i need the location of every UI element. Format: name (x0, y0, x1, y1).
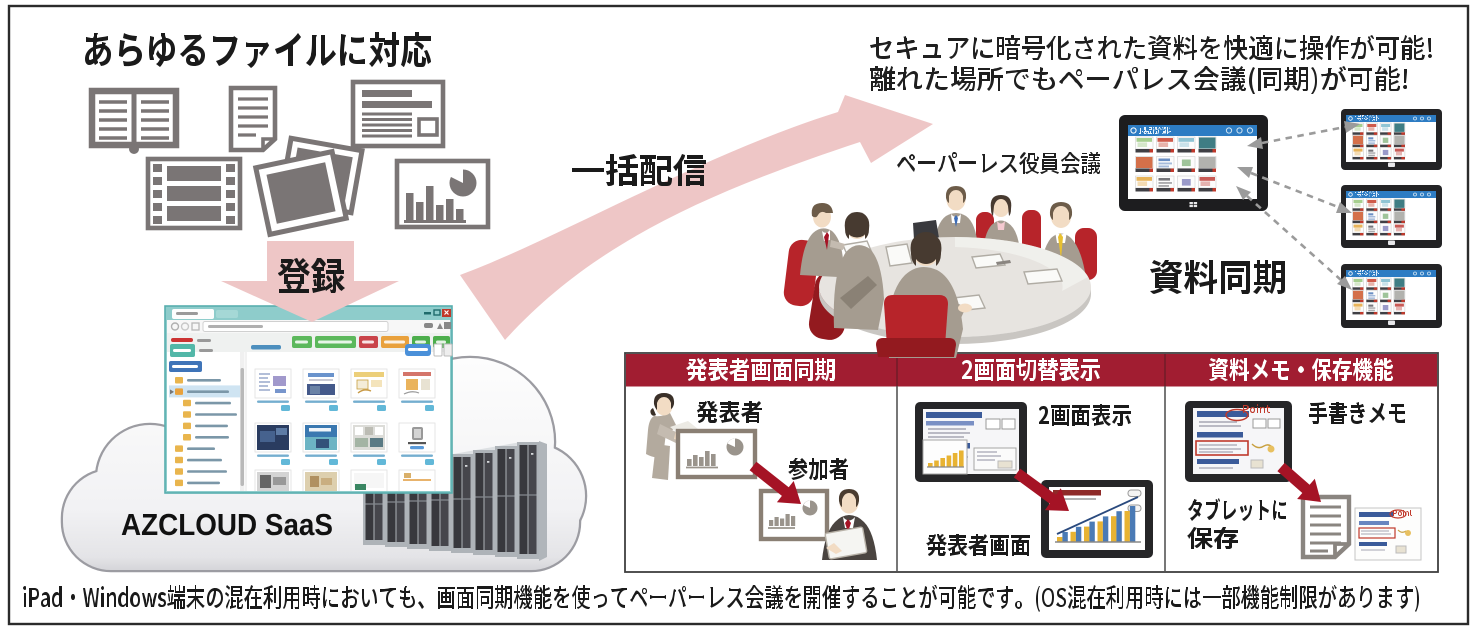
svg-text:AZCLOUD SaaS: AZCLOUD SaaS (121, 507, 333, 542)
